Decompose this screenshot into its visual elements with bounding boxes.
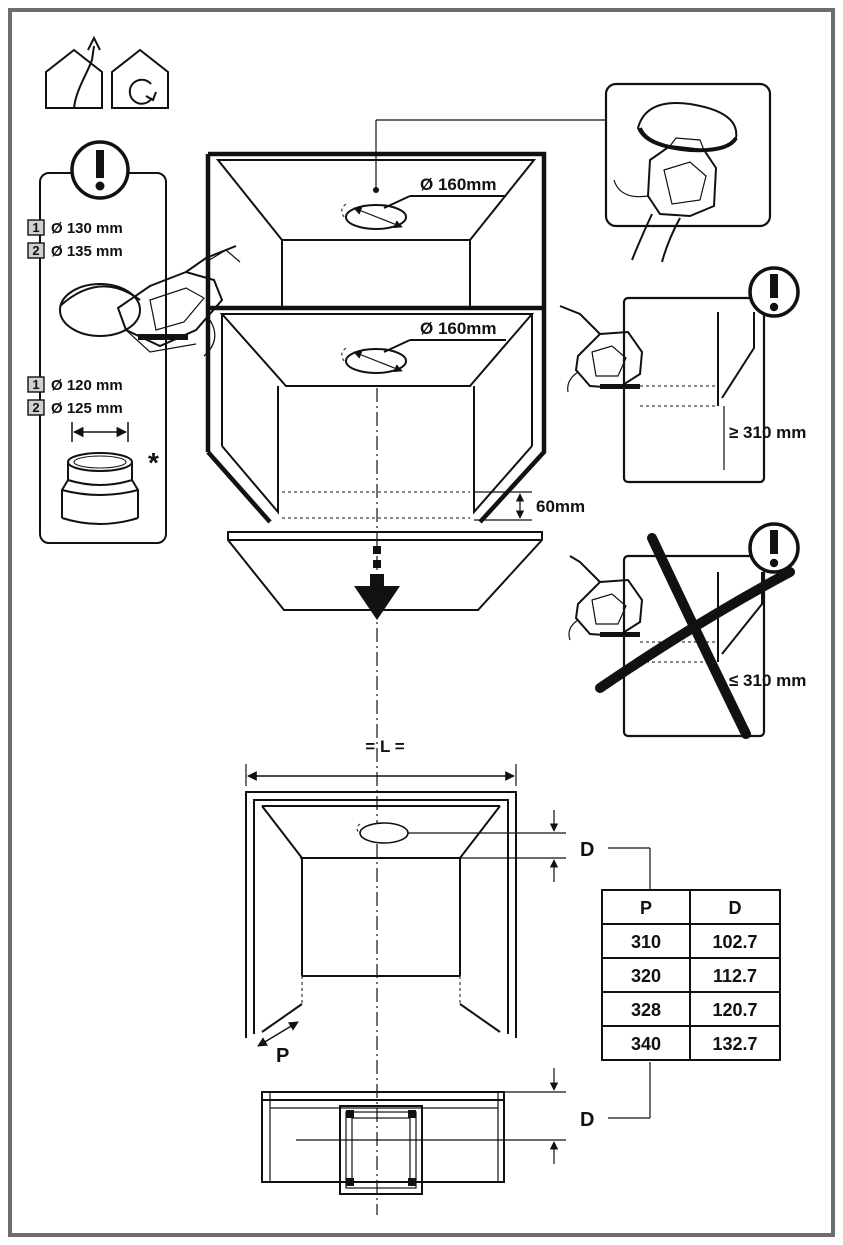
cut-b-text1: Ø 120 mm: [51, 377, 123, 394]
warning-icon-right-bottom: [748, 522, 800, 574]
cut-a-text1: Ø 130 mm: [51, 220, 123, 237]
cut-a-num2: 2: [32, 243, 39, 258]
correct-cut-inset: [622, 296, 766, 484]
cut-b-num2: 2: [32, 400, 39, 415]
d-label-bottom: D: [580, 1109, 594, 1131]
duct-adapter-illustration: [61, 422, 139, 525]
cut-a-num1: 1: [32, 220, 39, 235]
num-box: [27, 376, 45, 393]
mid-hole-label: Ø 160mm: [420, 319, 497, 338]
side-view-box: [261, 1068, 566, 1195]
min-distance-label: ≥ 310 mm: [729, 423, 806, 442]
table-cell-text: 320: [631, 966, 661, 986]
table-cell: [601, 1025, 691, 1061]
cut-a-text2: Ø 135 mm: [51, 243, 123, 260]
table-cell: [689, 957, 781, 993]
page-frame: [8, 8, 835, 1237]
asterisk-note: *: [148, 447, 159, 478]
warning-icon-right-top: [748, 266, 800, 318]
d-label-top: D: [580, 839, 594, 861]
pointer-line: [373, 119, 608, 193]
table-cell-text: 328: [631, 1000, 661, 1020]
cut-detail-illustration: [613, 102, 738, 263]
table-cell: [689, 991, 781, 1027]
ducted-mode-icon: [45, 35, 103, 109]
top-hood-box: [205, 151, 547, 452]
table-cell: [689, 923, 781, 959]
jigsaw-cut-illustration: [59, 245, 241, 357]
warning-icon-left: [70, 140, 130, 200]
table-cell-text: 102.7: [712, 932, 757, 952]
cut-b-num1: 1: [32, 377, 39, 392]
num-box: [27, 219, 45, 236]
table-cell-text: 112.7: [713, 966, 757, 986]
cut-b-text2: Ø 125 mm: [51, 400, 123, 417]
table-cell-text: 132.7: [712, 1034, 757, 1054]
table-cell-text: 340: [631, 1034, 661, 1054]
table-header-cell: [689, 889, 781, 925]
num-box: [27, 242, 45, 259]
dimension-table: P D 310 102.7 320 112.7 328 120.7 340 132.7: [601, 889, 781, 1061]
table-header-cell: [601, 889, 691, 925]
correct-cut-illustration: [559, 305, 755, 470]
table-header-text: D: [729, 898, 742, 918]
top-hole-label: Ø 160mm: [420, 175, 497, 194]
depth-label: P: [276, 1045, 289, 1067]
table-cell-text: 120.7: [712, 1000, 757, 1020]
depth-dimension: [257, 1021, 299, 1047]
max-distance-label: ≤ 310 mm: [729, 671, 806, 690]
mid-hood-box: [206, 308, 547, 524]
table-cell-text: 310: [631, 932, 661, 952]
wrong-cut-inset: [622, 554, 766, 738]
table-cell: [689, 1025, 781, 1061]
offset-label: 60mm: [536, 497, 585, 516]
front-view-box: [245, 791, 566, 1038]
recirculation-mode-icon: [111, 48, 169, 109]
detached-panel: [227, 531, 543, 611]
table-header-text: P: [640, 898, 652, 918]
num-box: [27, 399, 45, 416]
prohibited-cross-icon: [595, 533, 795, 739]
width-label: = L =: [365, 737, 404, 756]
